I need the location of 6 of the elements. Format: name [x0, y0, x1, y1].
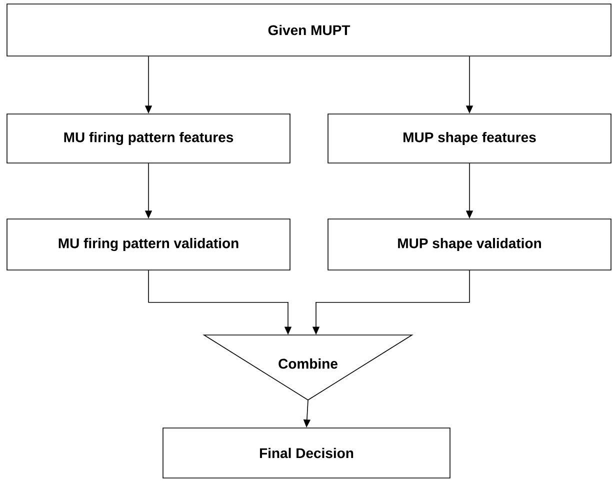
process-box: MU firing pattern validation: [6, 218, 290, 270]
process-box: MUP shape validation: [328, 218, 612, 270]
process-box: MU firing pattern features: [6, 114, 290, 164]
process-box: Given MUPT: [6, 4, 612, 56]
process-box: Final Decision: [162, 428, 450, 478]
process-box: MUP shape features: [328, 114, 612, 164]
